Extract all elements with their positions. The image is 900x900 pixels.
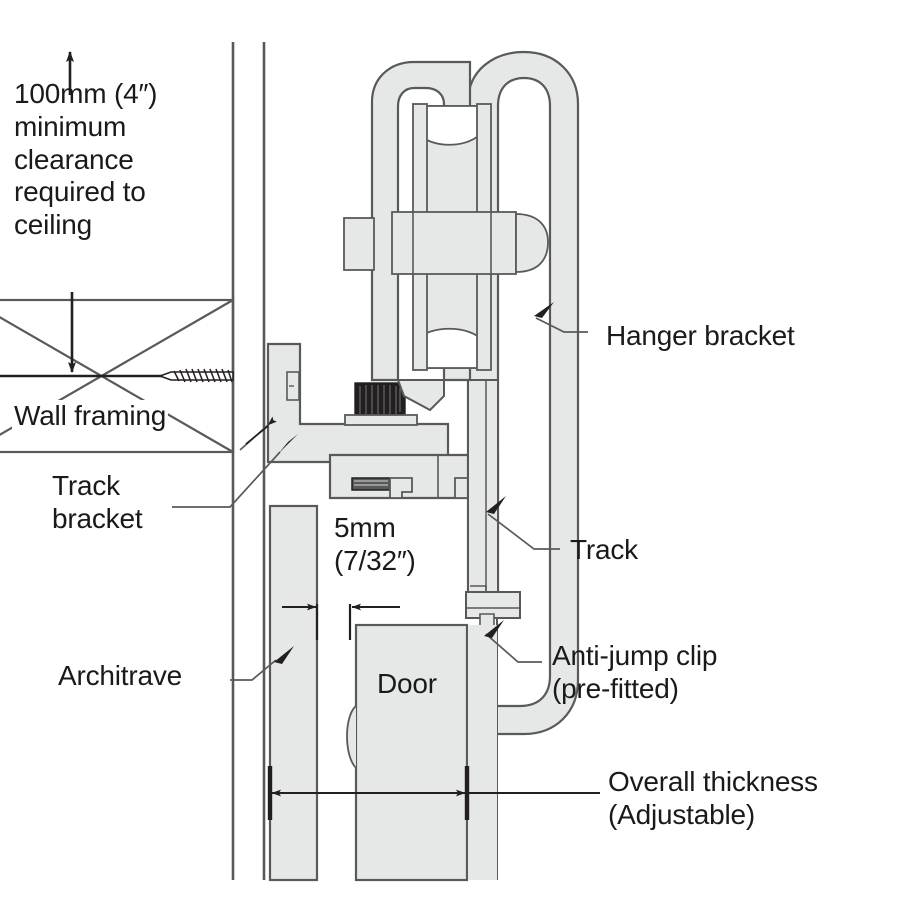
gap-dimension-label: 5mm (7/32″) bbox=[334, 512, 416, 576]
gap-dimension bbox=[282, 603, 400, 640]
hanger-bracket-label: Hanger bracket bbox=[606, 320, 795, 351]
wall-lines bbox=[231, 42, 266, 880]
axle-bolt bbox=[343, 211, 549, 275]
architrave-label: Architrave bbox=[58, 660, 183, 691]
overall-thickness-dimension bbox=[267, 766, 600, 820]
wall-framing-label: Wall framing bbox=[12, 400, 169, 433]
architrave-section bbox=[268, 504, 319, 882]
clearance-label: 100mm (4″) minimum clearance required to… bbox=[14, 78, 158, 240]
leader-arrowheads bbox=[274, 302, 554, 664]
anti-jump-clip-section bbox=[465, 591, 521, 629]
track-label: Track bbox=[570, 534, 638, 565]
leader-lines bbox=[172, 317, 588, 681]
overall-thickness-label: Overall thickness (Adjustable) bbox=[608, 766, 818, 830]
anti-jump-clip-label: Anti-jump clip (pre-fitted) bbox=[552, 640, 718, 704]
door-label: Door bbox=[377, 668, 437, 699]
track-bracket-section bbox=[266, 342, 450, 464]
track-bracket-label: Track bracket bbox=[52, 470, 143, 534]
fixing-screw bbox=[157, 368, 234, 383]
door-section bbox=[346, 618, 498, 882]
